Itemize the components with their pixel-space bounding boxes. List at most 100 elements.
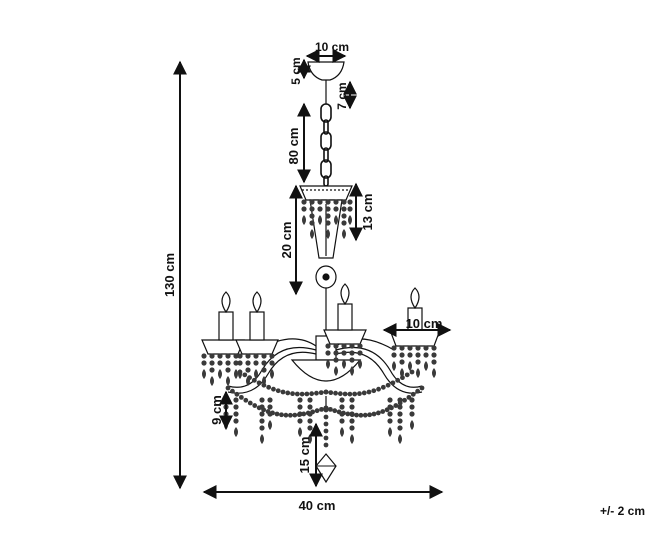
crystal-bead <box>391 352 397 358</box>
crystal-bead <box>333 206 339 212</box>
label-total-height: 130 cm <box>162 253 177 297</box>
crystal-bead <box>307 425 313 431</box>
crystal-bead <box>259 411 265 417</box>
crystal-bead <box>333 357 339 363</box>
crystal-pendeloque <box>416 368 420 378</box>
label-stem-height: 20 cm <box>279 222 294 259</box>
crystal-bead <box>256 380 262 386</box>
crystal-bead <box>404 372 410 378</box>
crystal-bead <box>209 367 215 373</box>
crystal-bead <box>317 206 323 212</box>
crystal-bead <box>376 386 381 392</box>
crystal-bead <box>342 391 348 397</box>
crystal-bead <box>225 353 231 359</box>
crystal-bead <box>245 353 251 359</box>
crystal-bead <box>349 425 355 431</box>
crystal-bead <box>371 411 377 417</box>
crystal-bead <box>253 360 259 366</box>
crystal-bead <box>201 360 207 366</box>
crystal-bead <box>294 391 300 397</box>
crystal-bead <box>395 377 401 383</box>
crystal-pendeloque <box>234 369 238 379</box>
crystal-bead <box>387 418 393 424</box>
crystal-bead <box>201 353 207 359</box>
crystal-bead <box>325 213 331 219</box>
crystal-bead <box>307 404 313 410</box>
crystal-pendeloque <box>326 229 330 239</box>
crystal-pendeloque <box>234 427 238 437</box>
crystal-bead <box>423 352 429 358</box>
crystal-bead <box>252 403 258 408</box>
crystal-bead <box>307 397 313 403</box>
crystal-pendeloque <box>410 420 414 430</box>
crystal-bead <box>309 213 315 219</box>
crystal-bead <box>339 404 345 410</box>
crystal-bead <box>261 367 267 373</box>
arm-right-outer <box>335 346 423 388</box>
crystal-bead <box>233 397 239 403</box>
crystal-bead <box>217 360 223 366</box>
crystal-bead <box>410 391 416 397</box>
crystal-bead <box>391 345 397 351</box>
crystal-bead <box>341 350 347 356</box>
crystal-bead <box>349 411 355 417</box>
crystal-bead <box>245 367 251 373</box>
crystal-bead <box>393 403 399 408</box>
crystal-bead <box>259 404 265 410</box>
crystal-pendeloque <box>392 361 396 371</box>
label-pendant-height: 15 cm <box>297 437 312 474</box>
crystal-bead <box>325 199 331 205</box>
label-crown-height: 13 cm <box>360 194 375 231</box>
crystal-bead <box>407 352 413 358</box>
crystal-bead <box>341 343 347 349</box>
crystal-bead <box>261 360 267 366</box>
crystal-bead <box>225 360 231 366</box>
crystal-bead <box>347 206 353 212</box>
crystal-bead <box>233 411 239 417</box>
crystal-pendeloque <box>326 359 330 369</box>
crystal-bead <box>243 397 249 403</box>
crystal-bead <box>279 412 284 418</box>
crystal-bead <box>358 412 364 418</box>
crystal-bead <box>357 350 363 356</box>
crystal-bead <box>339 418 345 424</box>
crystal-pendeloque <box>318 215 322 225</box>
crystal-bead <box>409 411 415 417</box>
label-chain-length: 80 cm <box>286 128 301 165</box>
crystal-bead <box>399 345 405 351</box>
crystal-bead <box>409 397 415 403</box>
label-cup-width: 10 cm <box>406 316 443 331</box>
crystal-bead <box>237 369 243 375</box>
crystal-bead <box>247 375 252 381</box>
crystal-bead <box>325 350 331 356</box>
crystal-drops <box>201 199 437 448</box>
crystal-bead <box>247 400 253 406</box>
crystal-bead <box>323 442 329 448</box>
crystal-bead <box>387 404 393 410</box>
crystal-pendeloque <box>268 420 272 430</box>
crystal-bead <box>431 345 437 351</box>
crystal-bead <box>387 411 393 417</box>
label-drop-height: 9 cm <box>209 395 224 425</box>
crystal-bead <box>245 360 251 366</box>
crystal-bead <box>301 206 307 212</box>
crystal-bead <box>339 397 345 403</box>
crystal-bead <box>297 411 303 417</box>
crystal-bead <box>415 388 421 394</box>
crystal-pendeloque <box>260 434 264 444</box>
label-canopy-width: 10 cm <box>315 40 349 54</box>
crystal-pendeloque <box>398 434 402 444</box>
crystal-bead <box>415 352 421 358</box>
crystal-bead <box>233 418 239 424</box>
crystal-pendeloque <box>298 427 302 437</box>
crystal-bead <box>349 418 355 424</box>
crystal-bead <box>367 412 373 418</box>
crystal-bead <box>347 391 353 397</box>
crystal-bead <box>271 386 276 392</box>
crystal-bead <box>251 377 257 383</box>
crystal-bead <box>237 360 243 366</box>
label-total-width: 40 cm <box>299 498 336 513</box>
crystal-bead <box>217 353 223 359</box>
crystal-bead <box>407 345 413 351</box>
